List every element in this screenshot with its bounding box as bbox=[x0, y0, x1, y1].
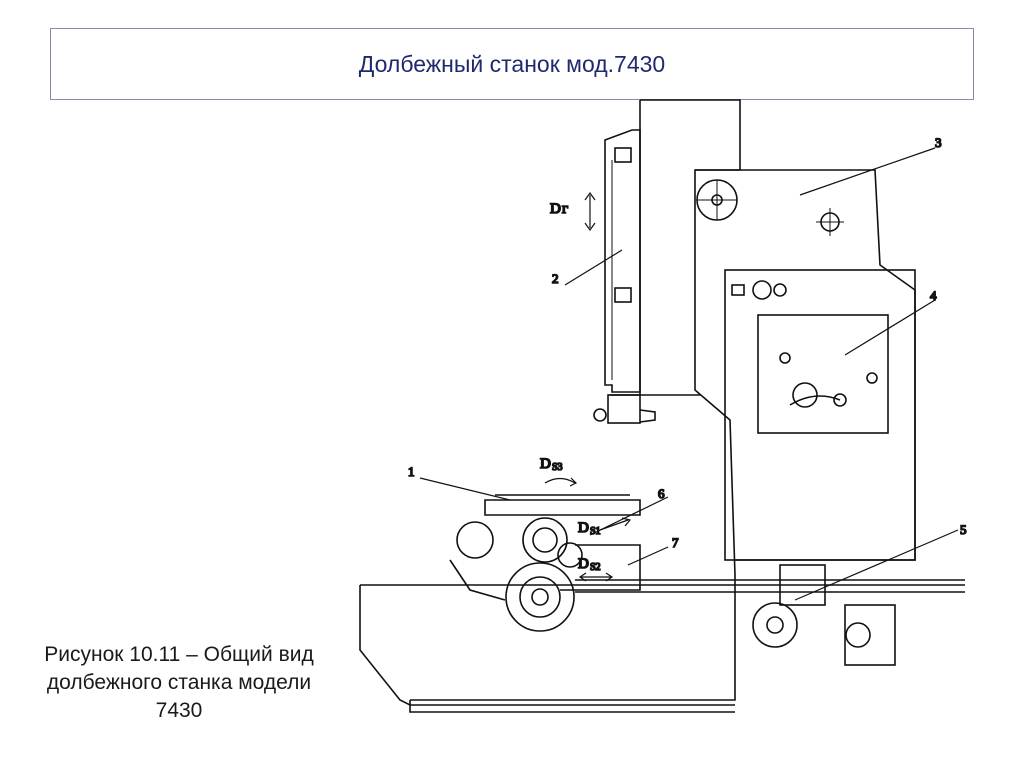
caption-line-1: Рисунок 10.11 – Общий вид bbox=[44, 643, 314, 666]
svg-text:S1: S1 bbox=[590, 526, 601, 537]
title-frame: Долбежный станок мод.7430 bbox=[50, 28, 974, 100]
slide-guide bbox=[593, 129, 656, 424]
callout-2: 2 bbox=[552, 271, 559, 286]
motion-label-s1: D S1 bbox=[577, 519, 601, 538]
gearbox-panel bbox=[724, 269, 916, 561]
callout-5: 5 bbox=[960, 522, 967, 537]
base bbox=[359, 584, 965, 713]
svg-text:D: D bbox=[578, 556, 589, 572]
svg-text:S2: S2 bbox=[590, 562, 601, 573]
callout-6: 6 bbox=[658, 486, 665, 501]
motion-label-s3: D S3 bbox=[539, 455, 563, 474]
feed-shaft bbox=[575, 564, 965, 666]
rotary-table bbox=[449, 494, 641, 632]
slide-title: Долбежный станок мод.7430 bbox=[358, 51, 666, 77]
caption-line-2: долбежного станка модели bbox=[46, 671, 312, 694]
callout-4: 4 bbox=[930, 288, 937, 303]
svg-text:г: г bbox=[562, 201, 568, 217]
column bbox=[410, 99, 741, 701]
svg-text:D: D bbox=[550, 201, 561, 217]
motion-label-s2: D S2 bbox=[577, 555, 601, 574]
svg-text:S3: S3 bbox=[552, 462, 563, 473]
svg-text:D: D bbox=[578, 520, 589, 536]
motion-arrows bbox=[544, 191, 632, 582]
svg-text:D: D bbox=[540, 456, 551, 472]
motion-label-main: D г bbox=[549, 200, 569, 218]
callout-1: 1 bbox=[408, 464, 415, 479]
caption-line-3: 7430 bbox=[155, 699, 203, 722]
figure-caption: Рисунок 10.11 – Общий вид долбежного ста… bbox=[0, 641, 358, 725]
callout-7: 7 bbox=[672, 535, 679, 550]
ram-head bbox=[695, 169, 916, 561]
leader-lines bbox=[419, 147, 959, 601]
callout-3: 3 bbox=[935, 135, 942, 150]
